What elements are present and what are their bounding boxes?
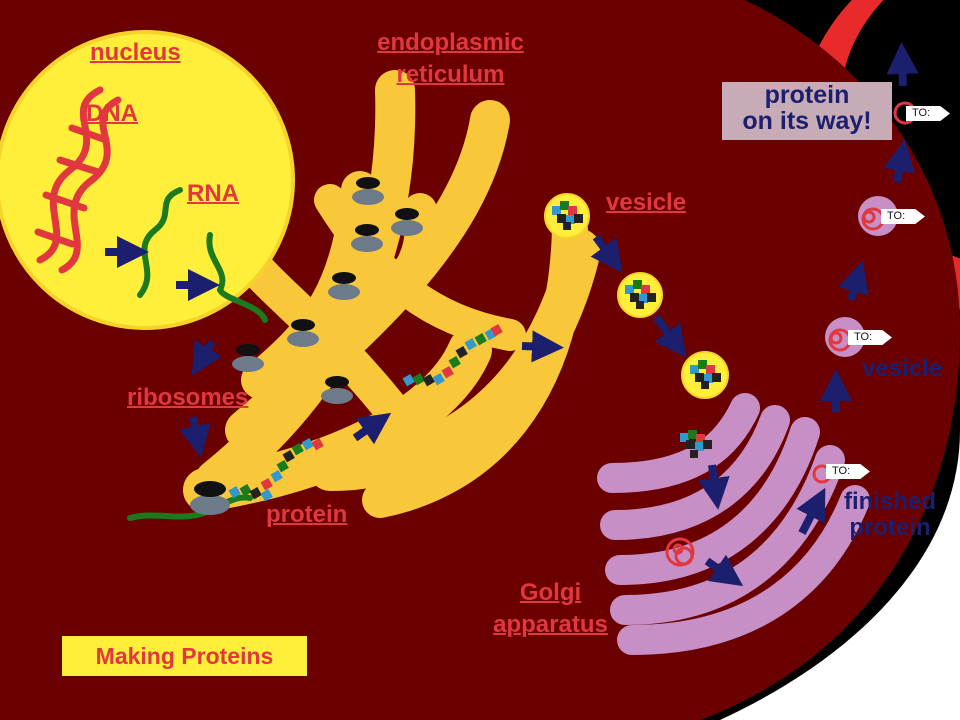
ribosome [351,224,383,252]
label-protein: protein [266,501,348,528]
arrow-up-2 [838,260,869,302]
arrow-vesicle-2-to-3 [652,314,687,358]
ribosome [391,208,423,236]
to-tag: TO: [848,330,892,345]
arrow-to-finished [796,487,826,535]
label-vesicle-top: vesicle [606,189,687,216]
to-tag: TO: [881,209,925,224]
folded-protein [665,537,695,567]
protein-in-golgi [680,430,712,458]
label-finished-line1: finished [843,488,936,515]
ribosome [232,344,264,372]
ribosome [328,272,360,300]
arrow-rna-to-ribosomes [191,339,222,376]
flow-arrows [105,42,919,587]
protein-chain-upper [402,324,503,387]
vesicle-3 [681,351,729,399]
label-ribosomes: ribosomes [127,384,249,411]
label-rna: RNA [187,180,239,207]
label-dna: DNA [86,100,138,127]
to-tag: TO: [826,464,870,479]
ribosome-large [190,481,230,515]
label-golgi: Golgi apparatus [478,580,623,638]
arrow-vesicle-1-to-2 [590,234,623,273]
vesicle-1 [544,193,590,239]
arrow-up-3 [883,139,915,183]
label-er-line1: endoplasmic [377,29,524,56]
arrow-er-right [521,330,564,363]
callout-protein-on-its-way: protein on its way! [722,82,892,140]
arrow-ribosomes-down [179,416,211,458]
to-tag: TO: [906,106,950,121]
arrow-up-4 [886,42,919,87]
dna-helix [34,86,122,274]
label-vesicle-right: vesicle [862,355,943,382]
label-finished-protein: finished protein [828,489,952,541]
ribosomes [190,177,423,515]
ribosome [352,177,384,205]
label-nucleus: nucleus [90,39,181,66]
protein-chain-lower [228,438,324,502]
ribosome [287,319,319,347]
callout-line2: on its way! [742,107,872,135]
arrow-golgi-down [697,464,730,510]
arrow-protein-up [352,412,392,445]
label-er-line2: reticulum [396,61,505,88]
label-golgi-line1: Golgi [519,579,582,606]
arrow-golgi-right [704,554,744,587]
outside-white [720,0,960,720]
ribosome [321,376,353,404]
callout-line1: protein [764,81,850,109]
label-golgi-line2: apparatus [493,611,608,638]
label-finished-line2: protein [849,514,931,541]
vesicle-2 [617,272,663,318]
label-er: endoplasmic reticulum [358,30,543,88]
diagram-title: Making Proteins [62,636,307,676]
